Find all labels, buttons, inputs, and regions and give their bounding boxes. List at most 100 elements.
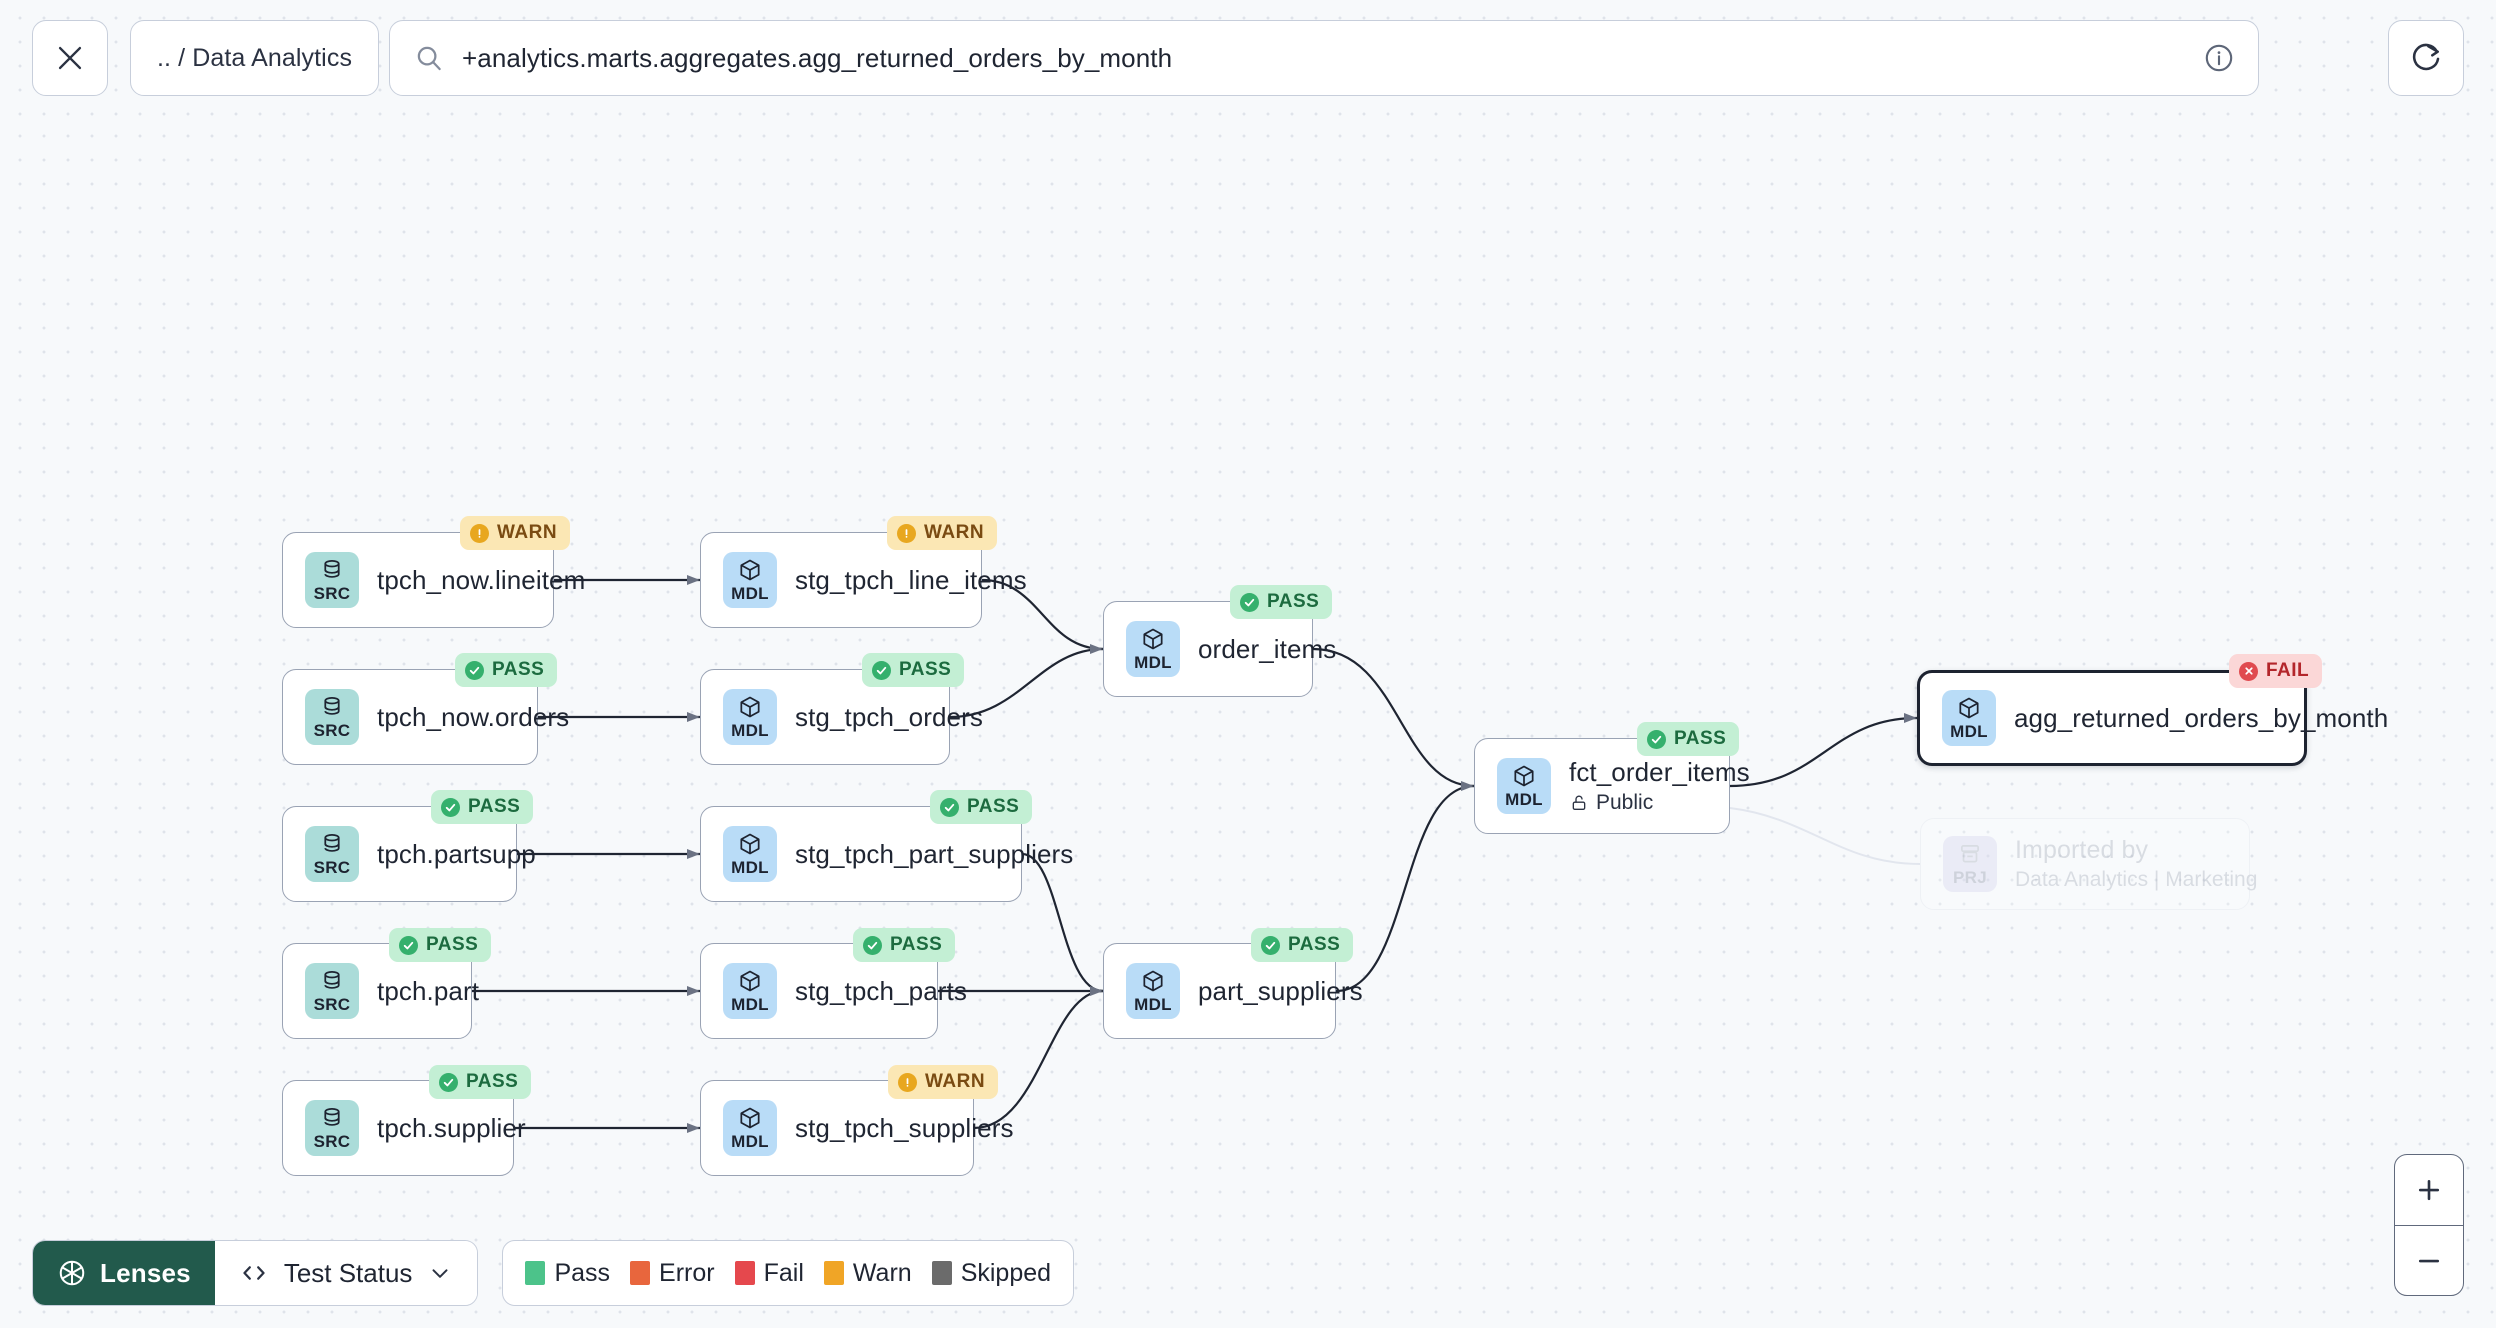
- mdl-icon: [737, 968, 763, 994]
- node-text: stg_tpch_parts: [795, 976, 967, 1007]
- legend-swatch-skipped: [931, 1261, 952, 1285]
- node-title: stg_tpch_suppliers: [795, 1112, 1014, 1143]
- status-badge-tpch_now_lineitem[interactable]: WARN: [460, 516, 571, 550]
- status-badge-fct_order_items[interactable]: PASS: [1637, 722, 1740, 756]
- refresh-icon: [2412, 43, 2440, 71]
- status-pass-icon: [441, 797, 460, 817]
- node-type-label: MDL: [731, 1131, 769, 1151]
- node-text: stg_tpch_suppliers: [795, 1112, 1014, 1144]
- status-pass-icon: [1240, 592, 1259, 612]
- node-title: agg_returned_orders_by_month: [2014, 702, 2389, 733]
- node-text: part_suppliers: [1198, 976, 1363, 1007]
- legend-item-warn[interactable]: Warn: [823, 1258, 912, 1288]
- src-type-badge: SRC: [305, 552, 359, 608]
- lenses-label: Lenses: [100, 1257, 191, 1288]
- status-badge-agg_returned[interactable]: FAIL: [2229, 654, 2323, 688]
- node-subtitle-label: Public: [1596, 791, 1654, 814]
- status-legend: Pass Error Fail Warn Skipped: [502, 1240, 1075, 1306]
- legend-item-skipped[interactable]: Skipped: [931, 1259, 1051, 1288]
- src-icon: [319, 694, 345, 720]
- legend-item-error[interactable]: Error: [630, 1259, 715, 1288]
- test-status-label: Test Status: [283, 1257, 413, 1288]
- chevron-down-icon: [432, 1269, 448, 1278]
- info-button[interactable]: [2202, 41, 2236, 75]
- node-subtitle: Data Analytics | Marketing: [2015, 868, 2257, 892]
- mdl-type-badge: MDL: [723, 1100, 777, 1156]
- close-button[interactable]: [32, 20, 108, 96]
- test-status-dropdown[interactable]: Test Status: [214, 1241, 478, 1305]
- legend-item-fail[interactable]: Fail: [734, 1258, 804, 1288]
- src-type-badge: SRC: [305, 826, 359, 882]
- status-pass-icon: [872, 660, 891, 680]
- unlock-icon: [1569, 793, 1589, 813]
- zoom-in-button[interactable]: [2395, 1155, 2463, 1225]
- status-warn-icon: [470, 523, 489, 543]
- legend-label: Fail: [763, 1258, 804, 1287]
- status-badge-stg_tpch_line_items[interactable]: WARN: [887, 516, 998, 550]
- legend-label: Error: [659, 1258, 715, 1287]
- status-badge-part_suppliers[interactable]: PASS: [1251, 928, 1354, 962]
- src-icon: [319, 1105, 345, 1131]
- status-badge-stg_tpch_parts[interactable]: PASS: [853, 928, 956, 962]
- status-label: PASS: [492, 659, 545, 680]
- node-title: stg_tpch_line_items: [795, 564, 1027, 595]
- status-badge-tpch_part[interactable]: PASS: [389, 928, 492, 962]
- info-circle-icon: [2205, 44, 2233, 72]
- status-badge-order_items[interactable]: PASS: [1230, 585, 1333, 619]
- node-text: agg_returned_orders_by_month: [2014, 702, 2389, 734]
- refresh-button[interactable]: [2388, 20, 2464, 96]
- legend-swatch-warn: [823, 1261, 844, 1285]
- status-badge-tpch_now_orders[interactable]: PASS: [455, 653, 558, 687]
- node-subtitle-label: Data Analytics | Marketing: [2015, 868, 2258, 891]
- node-type-label: SRC: [313, 857, 351, 877]
- src-type-badge: SRC: [305, 1100, 359, 1156]
- legend-label: Warn: [852, 1258, 912, 1287]
- status-badge-stg_tpch_part_supp[interactable]: PASS: [930, 790, 1033, 824]
- node-title: fct_order_items: [1569, 757, 1750, 787]
- search-input[interactable]: +analytics.marts.aggregates.agg_returned…: [389, 20, 2259, 96]
- close-icon: [58, 46, 82, 70]
- node-text: tpch_now.orders: [377, 701, 570, 733]
- zoom-controls: [2394, 1154, 2464, 1296]
- status-label: PASS: [468, 796, 521, 817]
- mdl-icon: [1956, 695, 1982, 721]
- mdl-icon: [1140, 626, 1166, 652]
- node-title: tpch_now.lineitem: [377, 564, 586, 595]
- status-badge-stg_tpch_suppliers[interactable]: WARN: [888, 1065, 999, 1099]
- status-badge-tpch_partsupp[interactable]: PASS: [431, 790, 534, 824]
- status-label: WARN: [497, 522, 558, 543]
- mdl-icon: [737, 831, 763, 857]
- status-warn-icon: [897, 523, 916, 543]
- status-badge-stg_tpch_orders[interactable]: PASS: [862, 653, 965, 687]
- status-badge-tpch_supplier[interactable]: PASS: [429, 1065, 532, 1099]
- status-label: WARN: [925, 1071, 986, 1092]
- lenses-button[interactable]: Lenses: [33, 1241, 215, 1305]
- zoom-out-button[interactable]: [2395, 1225, 2463, 1295]
- node-text: tpch.part: [377, 976, 479, 1007]
- lens-group: Lenses Test Status: [32, 1240, 479, 1306]
- node-text: tpch.supplier: [377, 1113, 526, 1144]
- node-text: order_items: [1198, 633, 1337, 665]
- lineage-node-tpch_part[interactable]: SRC tpch.part: [282, 943, 479, 1039]
- bottom-toolbar: Lenses Test Status Pass Error Fail Warn Skip…: [32, 1240, 1075, 1306]
- node-text: tpch.partsupp: [377, 839, 536, 870]
- status-label: PASS: [466, 1071, 519, 1092]
- lineage-node-tpch_partsupp[interactable]: SRC tpch.partsupp: [282, 806, 536, 902]
- status-label: PASS: [1267, 591, 1320, 612]
- node-title: tpch_now.orders: [377, 701, 570, 732]
- node-type-label: PRJ: [1953, 867, 1987, 887]
- lineage-node-tpch_supplier[interactable]: SRC tpch.supplier: [282, 1080, 526, 1176]
- legend-item-pass[interactable]: Pass: [525, 1259, 610, 1288]
- node-type-label: SRC: [313, 994, 351, 1014]
- node-subtitle: Public: [1569, 791, 1729, 815]
- node-title: order_items: [1198, 633, 1337, 664]
- legend-label: Pass: [554, 1258, 611, 1287]
- breadcrumb[interactable]: .. / Data Analytics: [130, 20, 380, 96]
